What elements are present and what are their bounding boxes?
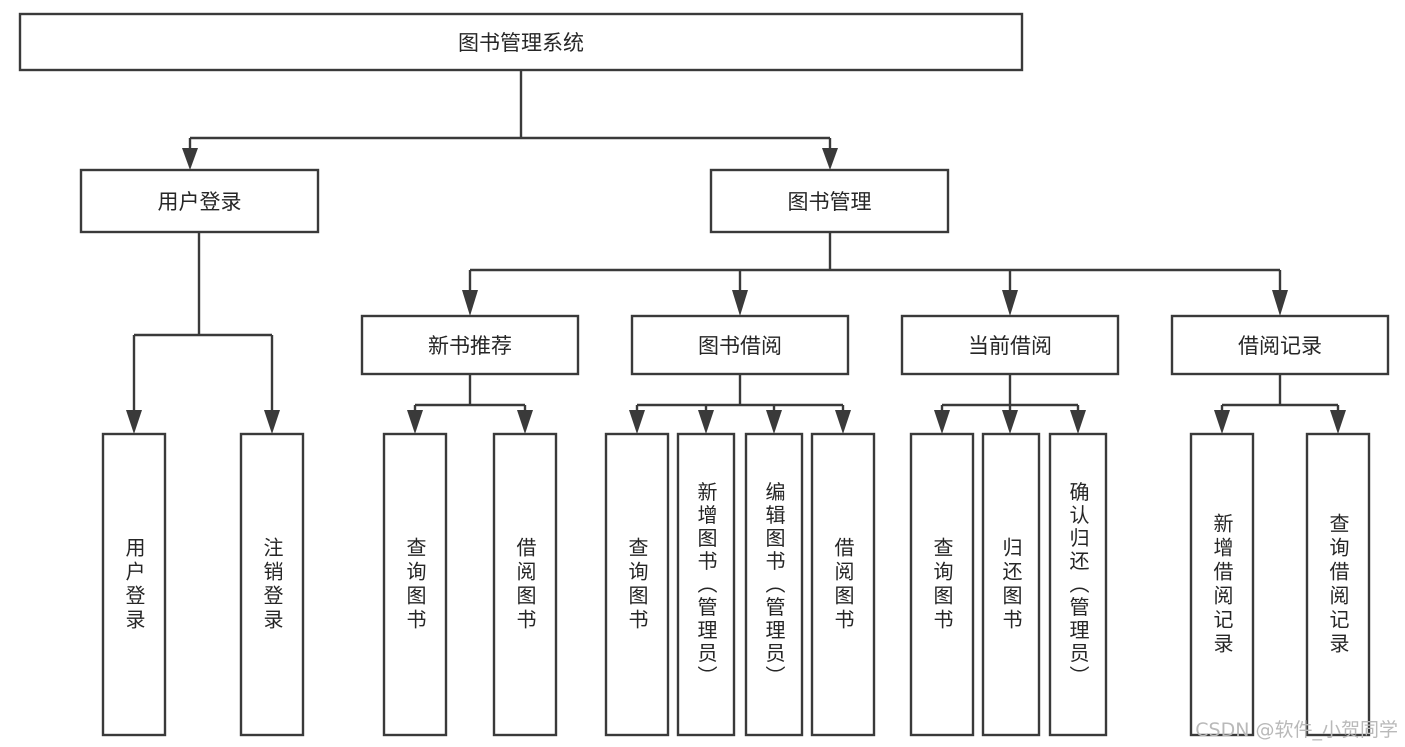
- watermark-label: CSDN @软件_小贺同学: [1195, 719, 1398, 741]
- node-current-borrow-box[interactable]: [900, 314, 1120, 376]
- leaf-node-nb-borrow-books-box[interactable]: [492, 432, 558, 737]
- leaf-node-logout-label: 注销登录: [260, 537, 284, 633]
- leaf-node-user-login[interactable]: 用户登录: [101, 432, 167, 737]
- leaf-node-nb-query-books[interactable]: 查询图书: [382, 432, 448, 737]
- node-book-borrow-label: 图书借阅: [698, 334, 782, 358]
- leaf-node-cb-return-books[interactable]: 归还图书: [981, 432, 1041, 737]
- node-root-label: 图书管理系统: [458, 31, 584, 55]
- node-book-management[interactable]: 图书管理: [709, 168, 950, 234]
- arrow-head-br-leaf-2: [1330, 410, 1346, 434]
- arrow-head-cb-leaf-3: [1070, 410, 1086, 434]
- leaf-node-bb-borrow-book-box[interactable]: [810, 432, 876, 737]
- leaf-node-bb-borrow-book-label: 借阅图书: [831, 537, 855, 633]
- leaf-node-cb-confirm-return-label: 确认归还（管理员）: [1066, 481, 1090, 688]
- leaf-node-bb-borrow-book[interactable]: 借阅图书: [810, 432, 876, 737]
- leaf-node-br-query-record-box[interactable]: [1305, 432, 1371, 737]
- leaf-node-bb-query-books-box[interactable]: [604, 432, 670, 737]
- leaf-node-br-add-record-box[interactable]: [1189, 432, 1255, 737]
- arrow-head-br-leaf-1: [1214, 410, 1230, 434]
- leaf-node-nb-query-books-box[interactable]: [382, 432, 448, 737]
- connector-layer: [126, 70, 1346, 434]
- arrow-head-nb-leaf-2: [517, 410, 533, 434]
- leaf-node-nb-query-books-label: 查询图书: [403, 537, 427, 633]
- leaf-node-user-login-label: 用户登录: [122, 537, 146, 633]
- arrow-head-leaf-user-login: [126, 410, 142, 434]
- node-borrow-records[interactable]: 借阅记录: [1170, 314, 1390, 376]
- arrow-head-cb-leaf-2: [1002, 410, 1018, 434]
- leaf-node-logout-box[interactable]: [239, 432, 305, 737]
- node-borrow-records-label: 借阅记录: [1238, 334, 1322, 358]
- node-user-login-label: 用户登录: [158, 190, 242, 214]
- leaf-node-nb-borrow-books-label: 借阅图书: [513, 537, 537, 633]
- leaf-node-cb-query-books[interactable]: 查询图书: [909, 432, 975, 737]
- arrow-head-leaf-logout: [264, 410, 280, 434]
- arrow-head-current-borrow: [1002, 290, 1018, 316]
- arrow-head-bb-leaf-2: [698, 410, 714, 434]
- arrow-head-user-login: [182, 148, 198, 170]
- arrow-head-bb-leaf-4: [835, 410, 851, 434]
- node-borrow-records-box[interactable]: [1170, 314, 1390, 376]
- arrow-head-new-book-recommend: [462, 290, 478, 316]
- leaf-node-bb-add-book-label: 新增图书（管理员）: [694, 481, 718, 688]
- leaf-node-cb-confirm-return[interactable]: 确认归还（管理员）: [1048, 432, 1108, 737]
- arrow-head-bb-leaf-1: [629, 410, 645, 434]
- node-user-login-box[interactable]: [79, 168, 320, 234]
- leaf-node-br-add-record-label: 新增借阅记录: [1210, 513, 1234, 657]
- leaf-node-cb-query-books-box[interactable]: [909, 432, 975, 737]
- leaf-node-bb-query-books[interactable]: 查询图书: [604, 432, 670, 737]
- arrow-head-nb-leaf-1: [407, 410, 423, 434]
- leaf-node-bb-edit-book-label: 编辑图书（管理员）: [762, 481, 786, 688]
- leaf-node-br-add-record[interactable]: 新增借阅记录: [1189, 432, 1255, 737]
- leaf-node-bb-add-book[interactable]: 新增图书（管理员）: [676, 432, 736, 737]
- leaf-node-br-query-record-label: 查询借阅记录: [1326, 513, 1350, 657]
- node-book-management-box[interactable]: [709, 168, 950, 234]
- leaf-node-cb-confirm-return-box[interactable]: [1048, 432, 1108, 737]
- leaf-node-bb-query-books-label: 查询图书: [625, 537, 649, 633]
- leaf-node-logout[interactable]: 注销登录: [239, 432, 305, 737]
- node-new-book-recommend-box[interactable]: [360, 314, 580, 376]
- arrow-head-book-borrow: [732, 290, 748, 316]
- leaf-node-bb-edit-book-box[interactable]: [744, 432, 804, 737]
- leaf-node-br-query-record[interactable]: 查询借阅记录: [1305, 432, 1371, 737]
- leaf-node-cb-return-books-label: 归还图书: [999, 537, 1023, 633]
- node-root-box[interactable]: [18, 12, 1024, 72]
- leaf-node-user-login-box[interactable]: [101, 432, 167, 737]
- node-new-book-recommend[interactable]: 新书推荐: [360, 314, 580, 376]
- node-book-borrow[interactable]: 图书借阅: [630, 314, 850, 376]
- arrow-head-cb-leaf-1: [934, 410, 950, 434]
- leaf-node-cb-return-books-box[interactable]: [981, 432, 1041, 737]
- leaf-node-cb-query-books-label: 查询图书: [930, 537, 954, 633]
- arrow-head-borrow-records: [1272, 290, 1288, 316]
- arrow-head-book-mgmt: [822, 148, 838, 170]
- leaf-node-bb-add-book-box[interactable]: [676, 432, 736, 737]
- node-current-borrow-label: 当前借阅: [968, 334, 1052, 358]
- arrow-head-bb-leaf-3: [766, 410, 782, 434]
- node-user-login[interactable]: 用户登录: [79, 168, 320, 234]
- node-current-borrow[interactable]: 当前借阅: [900, 314, 1120, 376]
- leaf-node-nb-borrow-books[interactable]: 借阅图书: [492, 432, 558, 737]
- node-book-borrow-box[interactable]: [630, 314, 850, 376]
- node-root[interactable]: 图书管理系统: [18, 12, 1024, 72]
- node-book-management-label: 图书管理: [788, 190, 872, 214]
- node-new-book-recommend-label: 新书推荐: [428, 334, 512, 358]
- leaf-node-bb-edit-book[interactable]: 编辑图书（管理员）: [744, 432, 804, 737]
